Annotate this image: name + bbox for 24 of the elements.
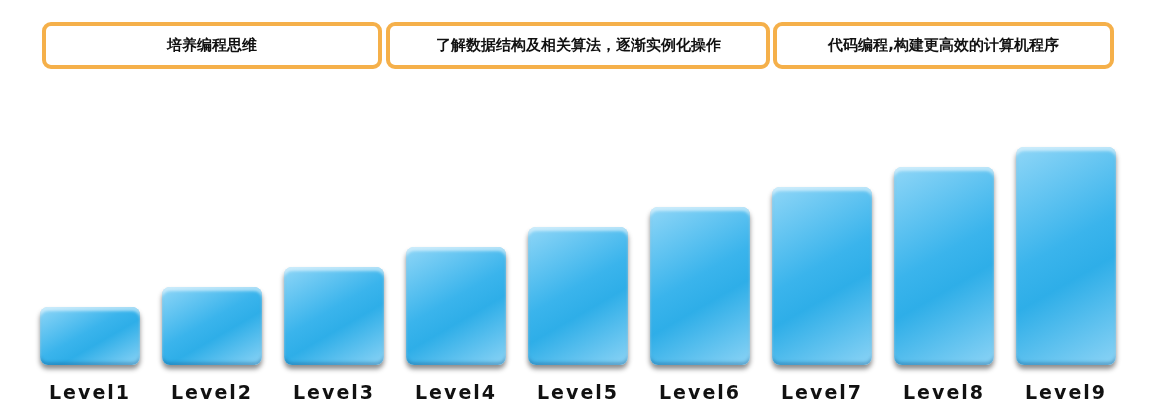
stage-box — [773, 22, 1114, 69]
level-label: Level9 — [1024, 381, 1108, 403]
level-label: Level6 — [658, 381, 742, 403]
level-label: Level3 — [292, 381, 376, 403]
stage-text: 培养编程思维 — [167, 36, 257, 55]
level-bar — [40, 307, 140, 365]
level-bar — [772, 187, 872, 365]
level-bar — [1016, 147, 1116, 365]
level-label: Level5 — [536, 381, 620, 403]
stage-text: 代码编程,构建更高效的计算机程序 — [828, 36, 1059, 55]
level-label: Level1 — [48, 381, 132, 403]
level-label: Level2 — [170, 381, 254, 403]
stage-box — [386, 22, 770, 69]
stage-text: 了解数据结构及相关算法，逐渐实例化操作 — [435, 36, 721, 55]
level-bar — [162, 287, 262, 365]
stage-box — [42, 22, 382, 69]
level-bar — [894, 167, 994, 365]
level-bar — [406, 247, 506, 365]
level-label: Level8 — [902, 381, 986, 403]
level-label: Level7 — [780, 381, 864, 403]
level-bar — [650, 207, 750, 365]
level-bar — [284, 267, 384, 365]
level-label: Level4 — [414, 381, 498, 403]
level-bar — [528, 227, 628, 365]
